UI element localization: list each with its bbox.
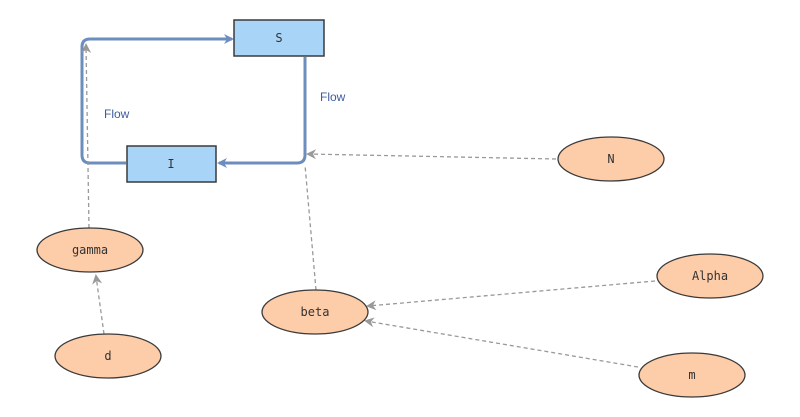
link-beta-to-flow bbox=[304, 164, 317, 291]
variable-beta[interactable]: beta bbox=[261, 289, 369, 335]
stock-s[interactable]: S bbox=[233, 19, 325, 57]
variable-alpha[interactable]: Alpha bbox=[656, 253, 764, 299]
variable-beta-label: beta bbox=[301, 305, 330, 319]
variable-d-label: d bbox=[104, 349, 111, 363]
variable-n[interactable]: N bbox=[557, 136, 665, 182]
link-m-to-beta bbox=[364, 317, 639, 368]
stock-s-label: S bbox=[275, 31, 282, 45]
flow-left-path[interactable] bbox=[80, 34, 234, 165]
flow-left-label: Flow bbox=[104, 107, 130, 121]
variable-n-label: N bbox=[607, 152, 614, 166]
link-gamma-to-flow bbox=[81, 43, 92, 229]
stock-i[interactable]: I bbox=[126, 145, 217, 183]
variable-d[interactable]: d bbox=[54, 333, 162, 379]
variable-alpha-label: Alpha bbox=[692, 269, 728, 283]
link-d-to-gamma bbox=[92, 274, 105, 335]
variable-gamma[interactable]: gamma bbox=[36, 227, 144, 273]
variable-gamma-label: gamma bbox=[72, 243, 108, 257]
variable-m[interactable]: m bbox=[638, 352, 746, 398]
variable-m-label: m bbox=[688, 368, 695, 382]
stock-i-label: I bbox=[167, 157, 174, 171]
flow-right-path[interactable] bbox=[217, 57, 307, 168]
flow-right-label: Flow bbox=[320, 90, 346, 104]
link-n-to-flow bbox=[306, 149, 557, 160]
link-alpha-to-beta bbox=[366, 280, 656, 311]
